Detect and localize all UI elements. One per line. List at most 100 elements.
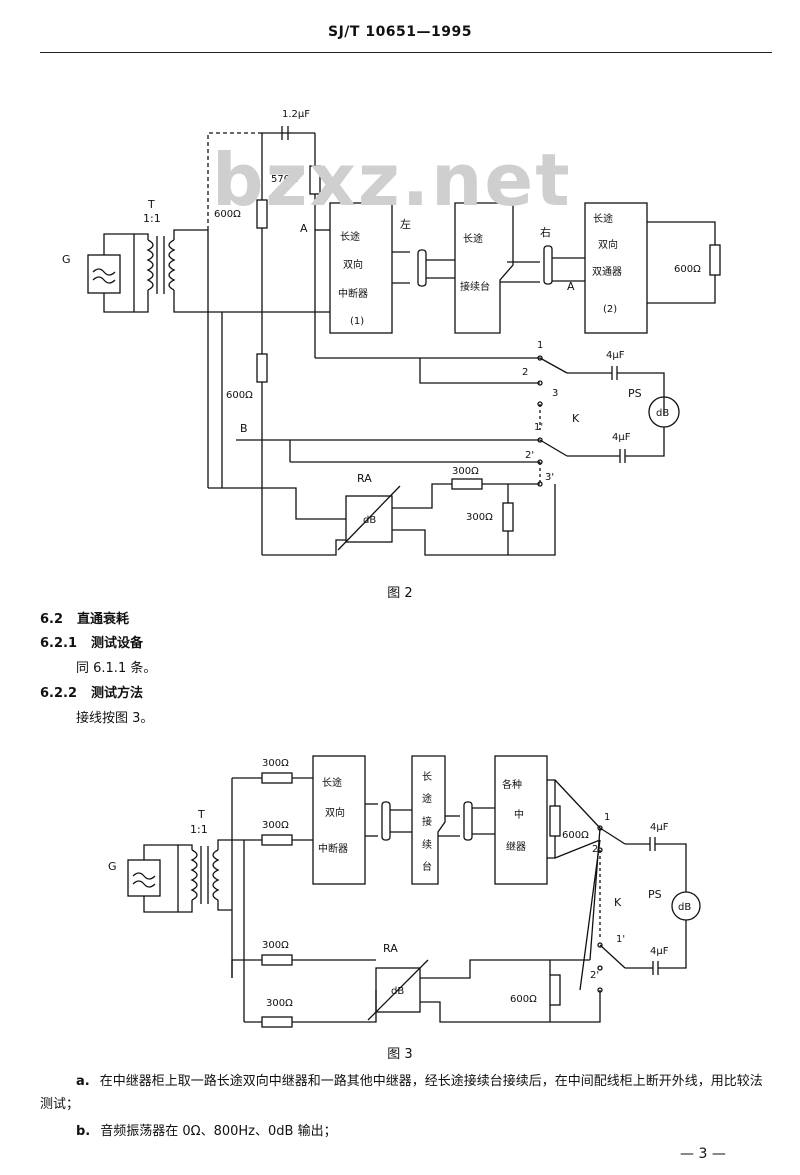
fig3-box2-line1: 长 bbox=[422, 771, 432, 783]
fig3-label-s1: 1 bbox=[604, 812, 610, 823]
fig3-label-r600b: 600Ω bbox=[510, 994, 537, 1005]
page-number: — 3 — bbox=[680, 1146, 726, 1162]
section-6-2-1-num: 6.2.1 bbox=[40, 636, 78, 651]
fig2-transformer-primary bbox=[146, 239, 154, 291]
step-a-label: a. bbox=[76, 1074, 90, 1089]
section-6-2-1-body: 同 6.1.1 条。 bbox=[76, 661, 157, 676]
fig2-box1-line1: 长途 bbox=[340, 230, 360, 243]
fig3-label-ratio: 1:1 bbox=[190, 823, 208, 836]
fig3-label-r2: 300Ω bbox=[262, 820, 289, 831]
fig2-resistor-300-b bbox=[502, 502, 514, 532]
fig3-label-ps: PS bbox=[648, 888, 662, 901]
step-b-text: 音频振荡器在 0Ω、800Hz、0dB 输出； bbox=[100, 1124, 337, 1139]
fig3-generator-box bbox=[127, 859, 161, 897]
fig3-resistor-600-a bbox=[549, 805, 561, 837]
fig3-resistor-300-2 bbox=[261, 834, 293, 846]
fig3-label-t: T bbox=[197, 808, 205, 821]
fig2-label-r600a: 600Ω bbox=[214, 209, 241, 220]
fig2-toll-switchboard bbox=[454, 202, 514, 334]
fig2-transformer-secondary bbox=[168, 239, 176, 291]
step-b-label: b. bbox=[76, 1124, 91, 1139]
fig3-label-g: G bbox=[108, 860, 117, 873]
fig2-label-node-b: B bbox=[240, 422, 248, 435]
fig3-label-c1: 4μF bbox=[650, 822, 669, 833]
fig2-box1-line4: (1) bbox=[350, 316, 364, 327]
fig2-label-g: G bbox=[62, 253, 71, 266]
fig3-label-r4: 300Ω bbox=[266, 998, 293, 1009]
fig2-box1-line2: 双向 bbox=[343, 258, 363, 271]
fig2-label-t: T bbox=[147, 198, 155, 211]
step-a: a.在中继器柜上取一路长途双向中继器和一路其他中继器，经长途接续台接续后，在中间… bbox=[40, 1070, 770, 1116]
fig2-label-ps: PS bbox=[628, 387, 642, 400]
step-a-text: 在中继器柜上取一路长途双向中继器和一路其他中继器，经长途接续台接续后，在中间配线… bbox=[40, 1074, 763, 1112]
fig2-label-c1: 4μF bbox=[606, 350, 625, 361]
fig3-resistor-300-4 bbox=[261, 1016, 293, 1028]
fig2-label-ratio: 1:1 bbox=[143, 212, 161, 225]
fig2-label-c2: 4μF bbox=[612, 432, 631, 443]
fig3-box2-line2: 途 bbox=[422, 792, 432, 805]
fig3-label-s2: 2 bbox=[592, 844, 598, 855]
fig2-label-s1p: 1' bbox=[534, 422, 543, 433]
fig3-resistor-600-b bbox=[549, 974, 561, 1006]
fig2-sine-icon bbox=[92, 268, 116, 284]
fig3-box1-line1: 长途 bbox=[322, 776, 342, 789]
fig3-label-ra: RA bbox=[383, 942, 398, 955]
section-6-2-title: 直通衰耗 bbox=[77, 612, 130, 627]
figure-2-caption: 图 2 bbox=[387, 586, 413, 601]
fig2-label-s3p: 3' bbox=[545, 472, 554, 483]
fig2-resistor-600-b bbox=[256, 353, 268, 383]
fig3-box1-line3: 中断器 bbox=[318, 842, 348, 855]
fig3-attenuator bbox=[375, 967, 421, 1013]
fig3-transformer-secondary bbox=[212, 849, 220, 901]
fig3-box2-line5: 台 bbox=[422, 860, 432, 873]
watermark: bzxz.net bbox=[212, 138, 572, 222]
fig3-jack-2 bbox=[463, 801, 473, 841]
fig3-resistor-300-3 bbox=[261, 954, 293, 966]
section-6-2-num: 6.2 bbox=[40, 612, 64, 627]
fig3-box3-line2: 中 bbox=[514, 808, 524, 821]
fig2-generator-box bbox=[87, 254, 121, 294]
fig3-label-k: K bbox=[614, 896, 622, 909]
fig2-label-r600b: 600Ω bbox=[226, 390, 253, 401]
fig2-label-meter: dB bbox=[656, 408, 669, 419]
fig2-box2-line1: 长途 bbox=[463, 232, 483, 245]
fig3-label-s2p: 2' bbox=[590, 970, 599, 981]
fig2-box2-line2: 接续台 bbox=[460, 280, 490, 293]
figure-3-caption: 图 3 bbox=[387, 1047, 413, 1062]
fig3-label-c2: 4μF bbox=[650, 946, 669, 957]
fig3-label-r600a: 600Ω bbox=[562, 830, 589, 841]
fig2-trunk-relay-2 bbox=[584, 202, 648, 334]
fig3-trunk-relay bbox=[312, 755, 366, 885]
section-6-2-2-body: 接线按图 3。 bbox=[76, 711, 154, 726]
fig2-box3-line4: (2) bbox=[603, 304, 617, 315]
fig2-label-right: 右 bbox=[540, 225, 551, 239]
fig2-trunk-relay-1 bbox=[329, 202, 393, 334]
standard-code: SJ/T 10651—1995 bbox=[328, 24, 472, 40]
fig2-resistor-600-c bbox=[709, 244, 721, 276]
fig3-sine-icon bbox=[132, 872, 156, 888]
fig2-label-r300a: 300Ω bbox=[452, 466, 479, 477]
fig2-label-s3: 3 bbox=[552, 388, 558, 399]
fig3-box2-line3: 接 bbox=[422, 815, 432, 828]
fig2-label-right-a: A bbox=[567, 280, 575, 293]
fig3-transformer-primary bbox=[190, 849, 198, 901]
fig2-box1-line3: 中断器 bbox=[338, 287, 368, 300]
fig2-label-node-a: A bbox=[300, 222, 308, 235]
section-6-2-heading: 6.2 直通衰耗 bbox=[40, 608, 129, 627]
fig2-attenuator bbox=[345, 495, 393, 543]
fig2-resistor-300-a bbox=[451, 478, 483, 490]
figure-2-diagram: G T 1:1 1.2μF 570Ω 600Ω A 600Ω B 长途 双向 中… bbox=[62, 109, 721, 556]
fig2-box3-line1: 长途 bbox=[593, 212, 613, 225]
fig3-box1-line2: 双向 bbox=[325, 806, 345, 819]
fig2-label-r570: 570Ω bbox=[271, 174, 298, 185]
fig2-label-s2: 2 bbox=[522, 367, 528, 378]
page-number-value: 3 bbox=[698, 1146, 708, 1162]
step-b: b. 音频振荡器在 0Ω、800Hz、0dB 输出； bbox=[40, 1120, 770, 1143]
fig3-label-meter: dB bbox=[678, 902, 691, 913]
section-6-2-2-num: 6.2.2 bbox=[40, 686, 78, 701]
fig3-label-r3: 300Ω bbox=[262, 940, 289, 951]
fig2-label-r300b: 300Ω bbox=[466, 512, 493, 523]
fig3-jack-1 bbox=[381, 801, 391, 841]
